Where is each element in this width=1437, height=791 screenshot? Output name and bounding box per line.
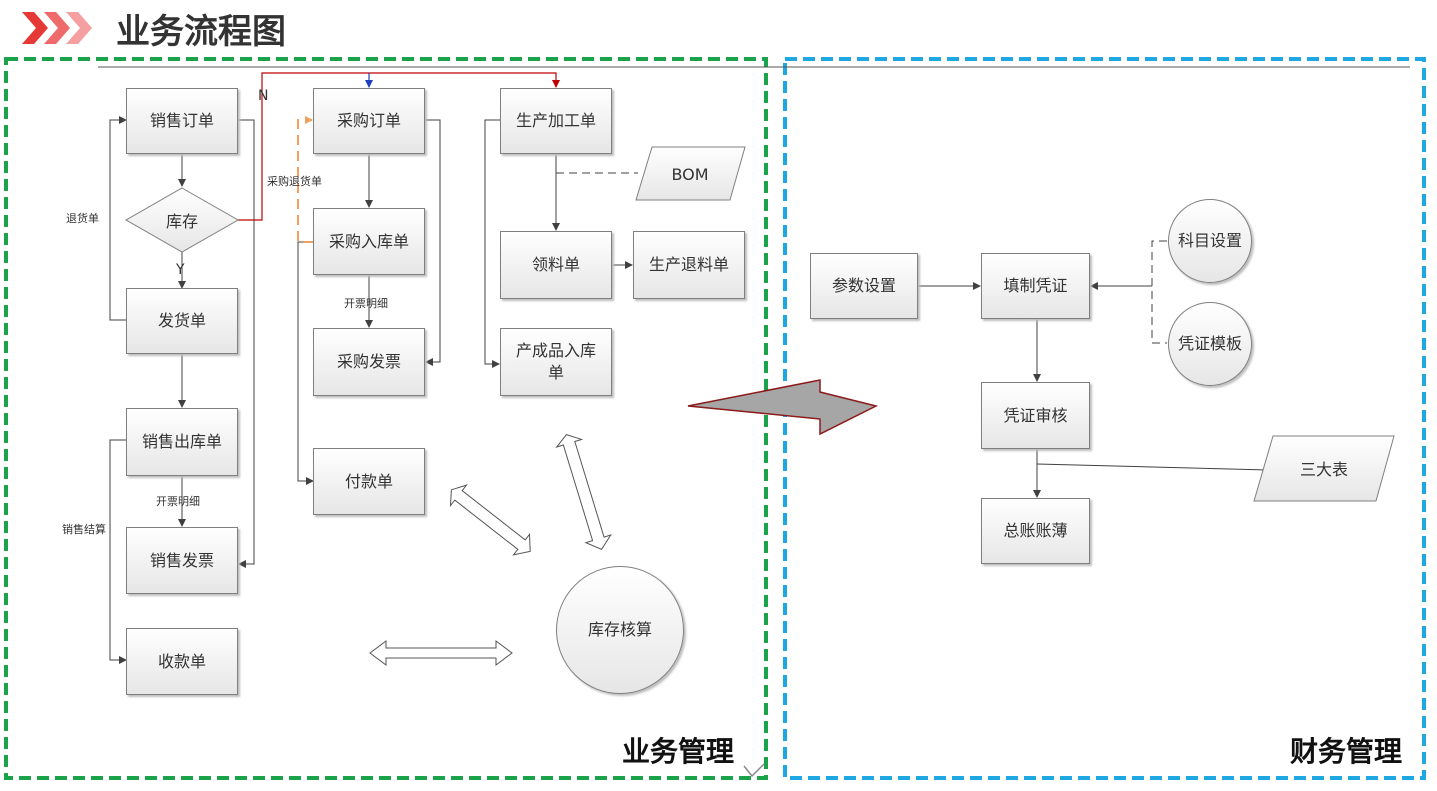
purchase-order-node: 采购订单	[313, 88, 425, 154]
inventory-decision-label: 库存	[165, 212, 198, 231]
three-statements-label: 三大表	[1299, 460, 1348, 479]
yes-label: Y	[176, 262, 185, 278]
sales-invoice-detail-label: 开票明细	[156, 495, 200, 508]
payment-node: 付款单	[313, 448, 425, 515]
bom-label: BOM	[671, 164, 709, 184]
purchase-inbound-node: 采购入库单	[313, 208, 425, 275]
chevron-icon	[22, 12, 92, 44]
purchase-invoice-node: 采购发票	[313, 328, 425, 396]
return-order-label: 退货单	[66, 212, 99, 225]
shipping-order-node: 发货单	[126, 288, 238, 354]
parameter-setting-node: 参数设置	[810, 253, 918, 319]
purchase-invoice-detail-label: 开票明细	[344, 297, 388, 310]
finance-section-label: 财务管理	[1290, 735, 1403, 768]
voucher-entry-node: 填制凭证	[981, 253, 1090, 319]
voucher-audit-node: 凭证审核	[981, 382, 1090, 449]
general-ledger-node: 总账账薄	[981, 498, 1090, 564]
double-arrow-horizontal	[369, 640, 513, 666]
production-order-node: 生产加工单	[500, 88, 612, 154]
finished-goods-inbound-node: 产成品入库单	[500, 328, 612, 396]
three-statements-shape	[1253, 435, 1395, 502]
page-title: 业务流程图	[116, 12, 286, 52]
inventory-diamond	[124, 187, 240, 253]
inventory-costing-node: 库存核算	[556, 566, 684, 694]
receipt-node: 收款单	[126, 628, 238, 695]
finance-section-border	[783, 57, 1426, 780]
bom-shape	[635, 146, 746, 201]
big-flow-arrow	[687, 379, 879, 436]
double-arrow-diagonal-2	[555, 434, 612, 551]
material-requisition-node: 领料单	[500, 231, 612, 299]
business-section-label: 业务管理	[622, 735, 735, 768]
account-setting-node: 科目设置	[1168, 199, 1252, 283]
sales-outbound-node: 销售出库单	[126, 408, 238, 476]
sales-invoice-node: 销售发票	[126, 527, 238, 594]
business-section-border	[4, 57, 768, 780]
sales-order-node: 销售订单	[126, 88, 238, 154]
production-return-node: 生产退料单	[633, 231, 745, 299]
sales-settlement-label: 销售结算	[62, 523, 106, 536]
no-label: N	[258, 88, 269, 104]
purchase-return-label: 采购退货单	[267, 175, 322, 188]
voucher-template-node: 凭证模板	[1168, 302, 1252, 386]
double-arrow-diagonal-1	[449, 484, 531, 556]
